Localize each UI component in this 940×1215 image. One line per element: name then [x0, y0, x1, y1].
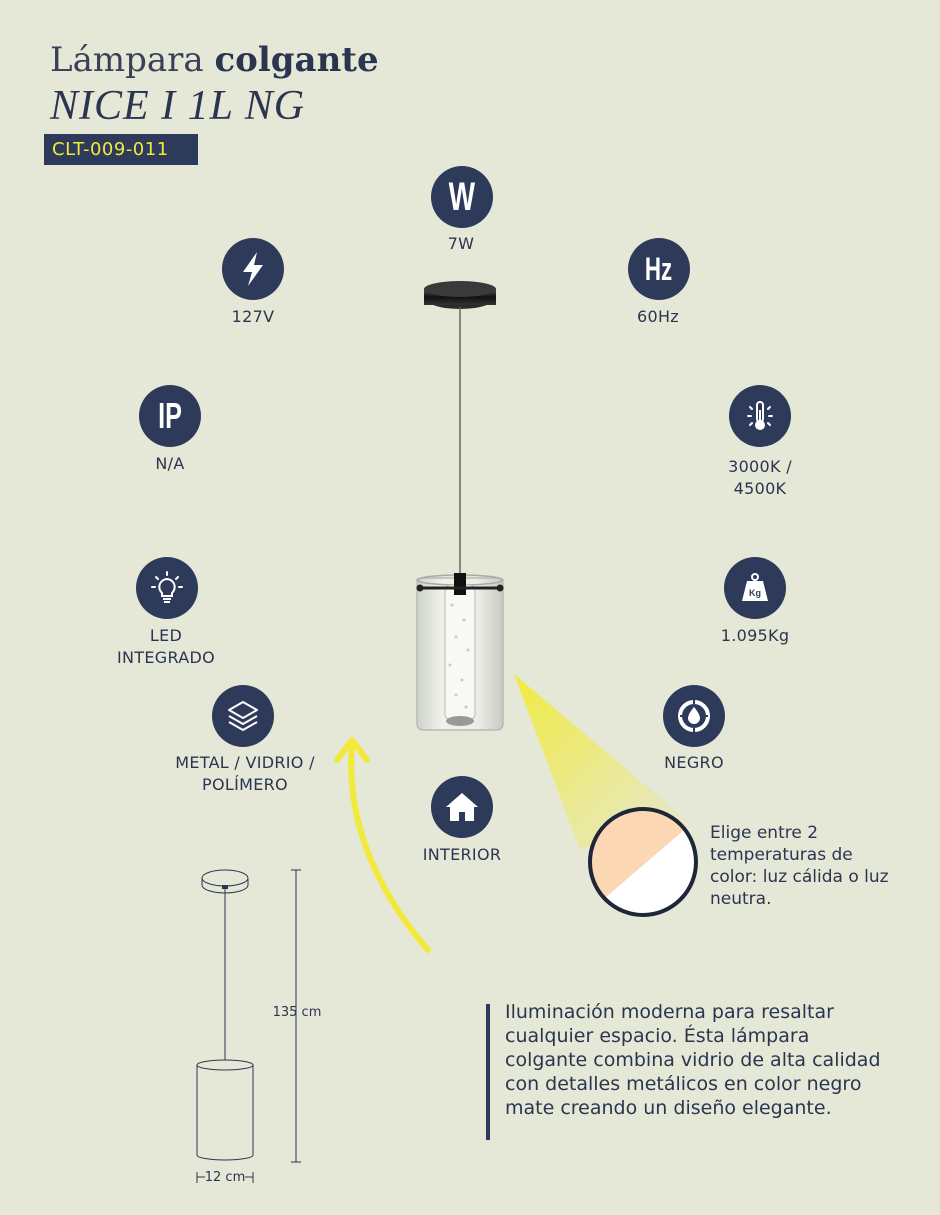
width-dimension: 12 cm — [204, 1170, 246, 1185]
temperature-label: 3000K / 4500K — [728, 457, 792, 498]
frequency-label: 60Hz — [637, 307, 679, 326]
watts-label: 7W — [447, 234, 475, 253]
light-bulb-icon — [136, 557, 198, 619]
voltage-label: 127V — [231, 307, 275, 326]
color-label: NEGRO — [664, 753, 724, 772]
layers-icon — [212, 685, 274, 747]
temperature-note: Elige entre 2 temperaturas de color: luz… — [710, 823, 889, 909]
watts-icon: W — [431, 166, 493, 228]
dimension-diagram — [196, 869, 301, 1183]
color-temperature-swatch — [590, 809, 696, 915]
ip-rating-label: N/A — [155, 454, 185, 473]
weight-icon: Kg — [724, 557, 786, 619]
thermometer-icon — [729, 385, 791, 447]
height-dimension: 135 cm — [272, 1005, 322, 1020]
product-title: Lámpara colgante — [50, 40, 379, 80]
material-label: METAL / VIDRIO / POLÍMERO — [175, 753, 315, 794]
pendant-lamp-image — [416, 281, 504, 731]
home-icon — [431, 776, 493, 838]
curved-arrow — [348, 742, 431, 953]
description-accent-bar — [486, 1004, 490, 1140]
ip-rating-icon: IP — [139, 385, 201, 447]
title-light: Lámpara — [50, 40, 204, 80]
frequency-icon: Hz — [628, 238, 690, 300]
model-name: NICE I 1L NG — [50, 83, 306, 129]
led-label: LED INTEGRADO — [117, 626, 215, 667]
product-description: Iluminación moderna para resaltar cualqu… — [505, 1001, 881, 1119]
svg-text:Kg: Kg — [749, 588, 761, 598]
lightning-icon — [222, 238, 284, 300]
color-palette-icon — [663, 685, 725, 747]
product-code-badge: CLT-009-011 — [44, 134, 198, 165]
title-bold: colgante — [214, 40, 379, 80]
weight-label: 1.095Kg — [720, 626, 790, 645]
location-label: INTERIOR — [422, 845, 502, 864]
